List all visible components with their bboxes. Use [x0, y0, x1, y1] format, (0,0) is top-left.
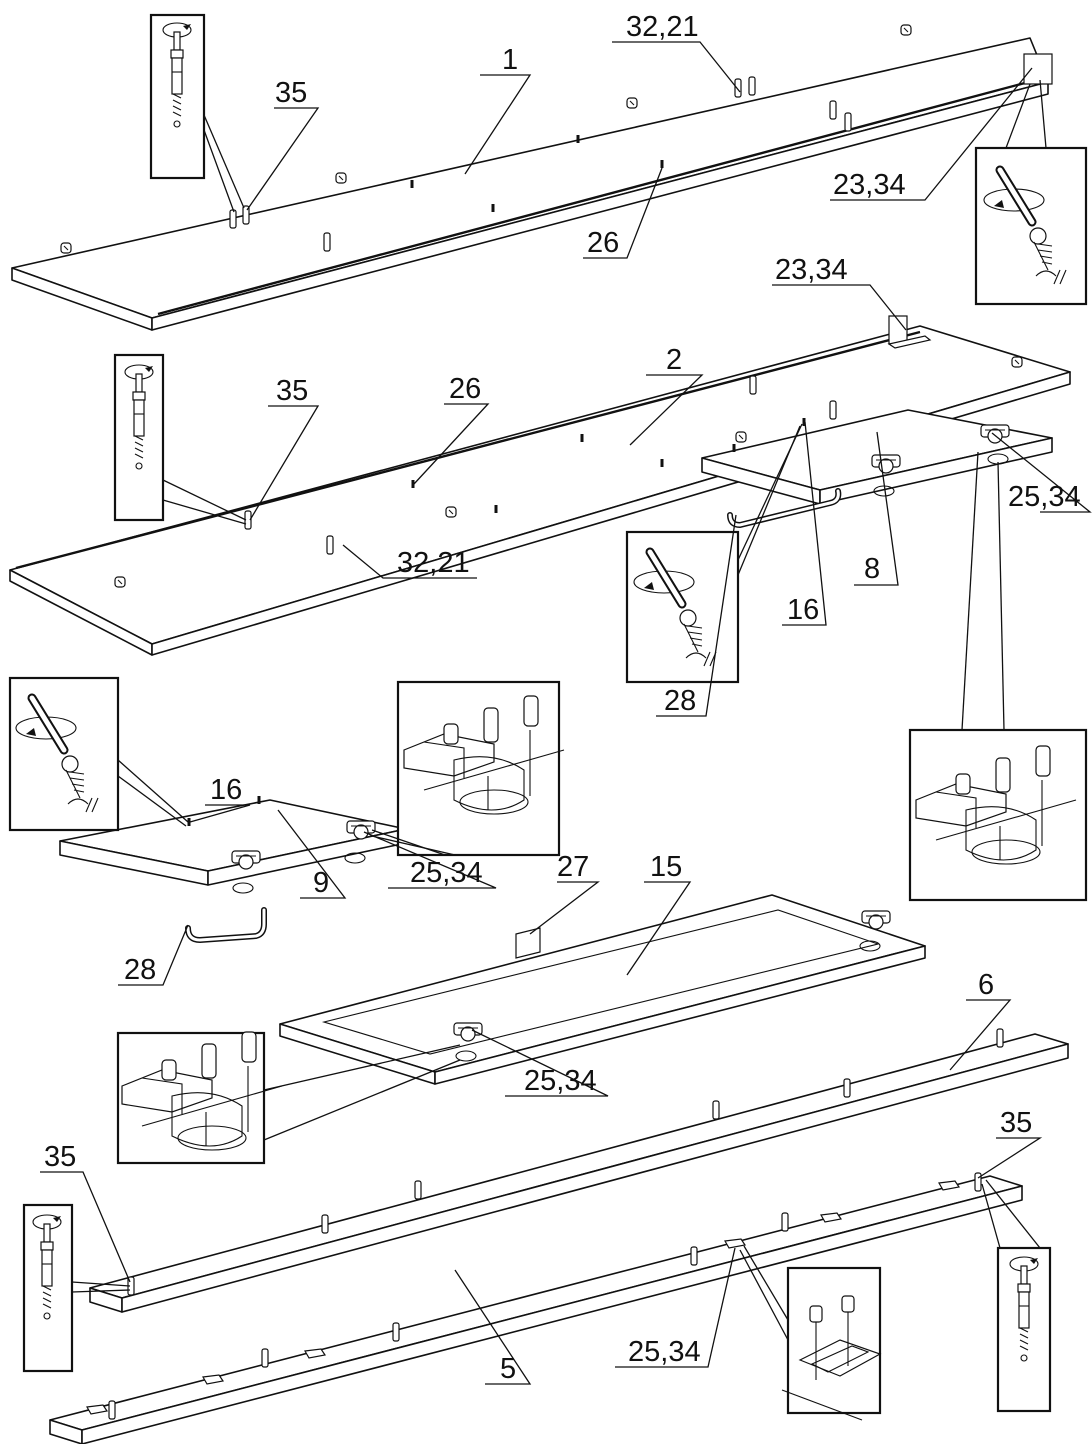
inset-dowel-3 [22, 1203, 74, 1373]
inset-plate [781, 1266, 882, 1421]
panel-2 [9, 315, 1071, 656]
panel-6 [89, 1028, 1069, 1313]
label-panel-2: 2 [666, 344, 682, 376]
label-25-34-b: 25,34 [410, 857, 483, 889]
inset-hinge-1 [396, 680, 565, 857]
label-panel-15: 15 [650, 851, 682, 883]
panel-5 [49, 1172, 1023, 1444]
label-35-c: 35 [44, 1141, 76, 1173]
label-16-a: 16 [787, 594, 819, 626]
label-panel-8: 8 [864, 553, 880, 585]
label-25-34-a: 25,34 [1008, 481, 1081, 513]
inset-screw-3 [625, 530, 740, 684]
label-25-34-c: 25,34 [524, 1065, 597, 1097]
inset-dowel-4 [996, 1246, 1052, 1413]
label-28-a: 28 [664, 685, 696, 717]
inset-screw-1 [974, 146, 1088, 306]
panel-9 [59, 796, 407, 944]
label-23-34-b: 23,34 [775, 254, 848, 286]
inset-dowel-1 [149, 13, 206, 180]
label-23-34-a: 23,34 [833, 169, 906, 201]
label-26-b: 26 [449, 373, 481, 405]
panel-8 [701, 409, 1053, 529]
panel-1 [11, 24, 1053, 331]
inset-screw-2 [8, 676, 120, 832]
panel-15 [279, 894, 926, 1085]
label-32-21-a: 32,21 [626, 11, 699, 43]
inset-hinge-2 [908, 728, 1088, 902]
label-panel-1: 1 [502, 44, 518, 76]
leader-lines [40, 41, 1092, 1385]
label-27: 27 [557, 851, 589, 883]
label-26-a: 26 [587, 227, 619, 259]
inset-dowel-2 [113, 353, 165, 522]
label-35-a: 35 [275, 77, 307, 109]
inset-hinge-3 [116, 1031, 283, 1165]
label-panel-5: 5 [500, 1353, 516, 1385]
label-32-21-b: 32,21 [397, 547, 470, 579]
part-labels: 1 35 32,21 23,34 26 2 23,34 35 26 32,21 … [44, 11, 1081, 1385]
label-35-d: 35 [1000, 1107, 1032, 1139]
label-28-b: 28 [124, 954, 156, 986]
label-panel-6: 6 [978, 969, 994, 1001]
label-16-b: 16 [210, 774, 242, 806]
label-panel-9: 9 [313, 867, 329, 899]
label-25-34-d: 25,34 [628, 1336, 701, 1368]
label-35-b: 35 [276, 375, 308, 407]
